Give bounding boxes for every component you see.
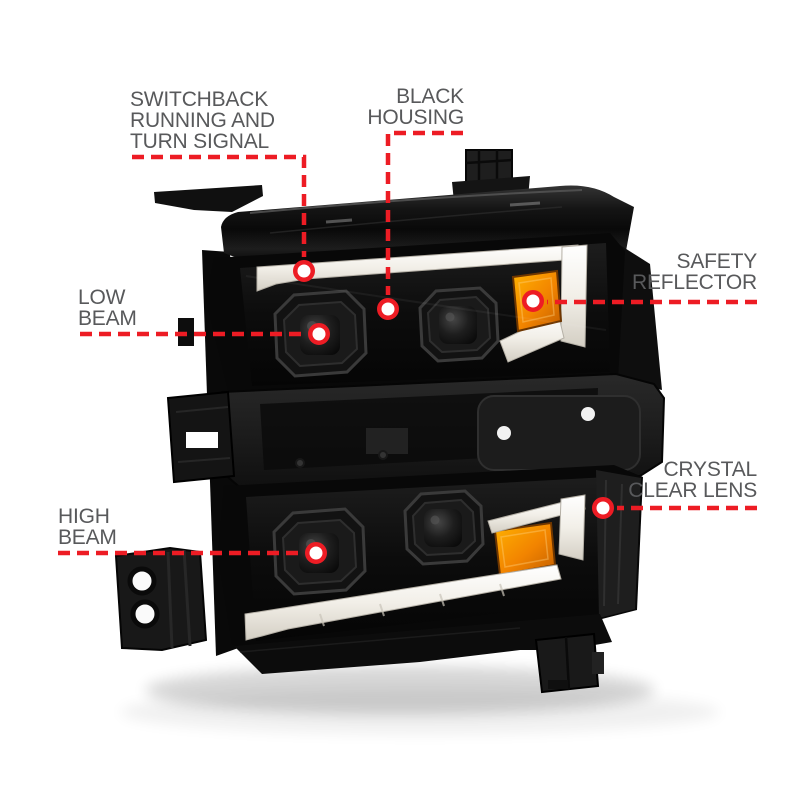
mid-left-bracket (166, 390, 236, 484)
upper-turn-signal-projector (418, 286, 500, 363)
top-mounting-tab (452, 149, 530, 202)
drl-strip-lower (244, 564, 562, 641)
bracket-slot (186, 432, 218, 448)
marker-black-housing (377, 298, 399, 320)
leader-crystal-clear-lens (592, 497, 757, 519)
marker-low-beam (308, 323, 330, 345)
marker-switchback (293, 260, 315, 282)
mounting-hole (127, 566, 157, 596)
middle-housing (221, 372, 666, 498)
leader-low-beam (80, 323, 330, 345)
callout-label-black-housing: BLACK HOUSING (367, 85, 464, 129)
lower-turn-signal-projector (403, 489, 485, 566)
top-left-bracket (154, 185, 263, 212)
bottom-connector (534, 632, 604, 694)
screw-hole (497, 426, 511, 440)
bottom-base (234, 614, 612, 674)
marker-safety-reflector (522, 290, 544, 312)
leader-black-housing (377, 130, 463, 320)
marker-high-beam (305, 542, 327, 564)
drl-strip-upper-right (560, 244, 588, 348)
housing-upper-right-side (612, 240, 662, 390)
lower-lamp (218, 465, 643, 652)
callout-label-switchback-running-and-turn-signal: SWITCHBACK RUNNING AND TURN SIGNAL (130, 88, 275, 153)
screw-hole (581, 407, 595, 421)
drl-strip-lower-right (558, 494, 586, 561)
leader-high-beam (58, 542, 327, 564)
callout-label-crystal-clear-lens: CRYSTAL CLEAR LENS (628, 458, 757, 502)
marker-crystal-clear-lens (592, 497, 614, 519)
ground-shadow (120, 666, 720, 734)
callout-label-high-beam: HIGH BEAM (58, 505, 117, 549)
mounting-hole (130, 599, 160, 629)
callout-label-low-beam: LOW BEAM (78, 286, 137, 330)
leader-switchback (132, 154, 315, 282)
leader-safety-reflector (522, 290, 757, 312)
callout-label-safety-reflector: SAFETY REFLECTOR (632, 250, 757, 294)
lower-left-bracket (114, 546, 208, 652)
